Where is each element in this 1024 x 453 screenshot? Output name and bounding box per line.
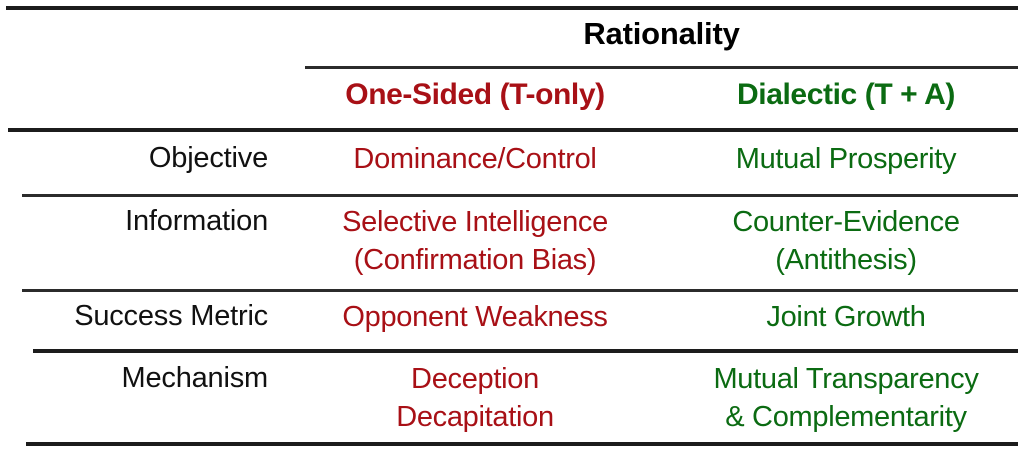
table-bottom-rule <box>26 442 1018 446</box>
cell-line: Selective Intelligence <box>342 206 608 238</box>
cell-information-one-sided: Selective Intelligence (Confirmation Bia… <box>285 203 665 279</box>
cell-line: & Complementarity <box>725 401 967 433</box>
cell-objective-one-sided: Dominance/Control <box>285 140 665 178</box>
cell-line: (Antithesis) <box>775 244 917 276</box>
cell-line: Joint Growth <box>766 301 926 333</box>
column-header-one-sided: One-Sided (T-only) <box>345 78 605 111</box>
row-label-mechanism: Mechanism <box>121 362 269 394</box>
cell-line: Mutual Transparency <box>713 363 979 395</box>
row-separator-1 <box>22 194 1018 197</box>
cell-success-metric-one-sided: Opponent Weakness <box>285 298 665 336</box>
row-label-information: Information <box>125 205 268 237</box>
cell-line: Deception <box>411 363 539 395</box>
cell-mechanism-one-sided: Deception Decapitation <box>285 360 665 436</box>
cell-line: Dominance/Control <box>353 143 597 175</box>
cell-objective-dialectic: Mutual Prosperity <box>672 140 1020 178</box>
cell-line: Counter-Evidence <box>732 206 960 238</box>
row-separator-2 <box>22 289 1018 292</box>
row-label-success-metric: Success Metric <box>74 300 268 332</box>
table-top-rule <box>6 6 1018 10</box>
header-bottom-rule <box>8 128 1018 132</box>
row-label-objective: Objective <box>148 142 268 174</box>
cell-line: Mutual Prosperity <box>735 143 957 175</box>
cell-mechanism-dialectic: Mutual Transparency & Complementarity <box>672 360 1020 436</box>
span-header-rule <box>305 66 1018 69</box>
cell-success-metric-dialectic: Joint Growth <box>672 298 1020 336</box>
row-separator-3 <box>33 349 1018 353</box>
cell-line: Decapitation <box>396 401 554 433</box>
cell-line: (Confirmation Bias) <box>353 244 597 276</box>
column-header-dialectic: Dialectic (T + A) <box>737 78 955 111</box>
cell-line: Opponent Weakness <box>342 301 608 333</box>
span-header-rationality: Rationality <box>583 16 740 51</box>
cell-information-dialectic: Counter-Evidence (Antithesis) <box>672 203 1020 279</box>
